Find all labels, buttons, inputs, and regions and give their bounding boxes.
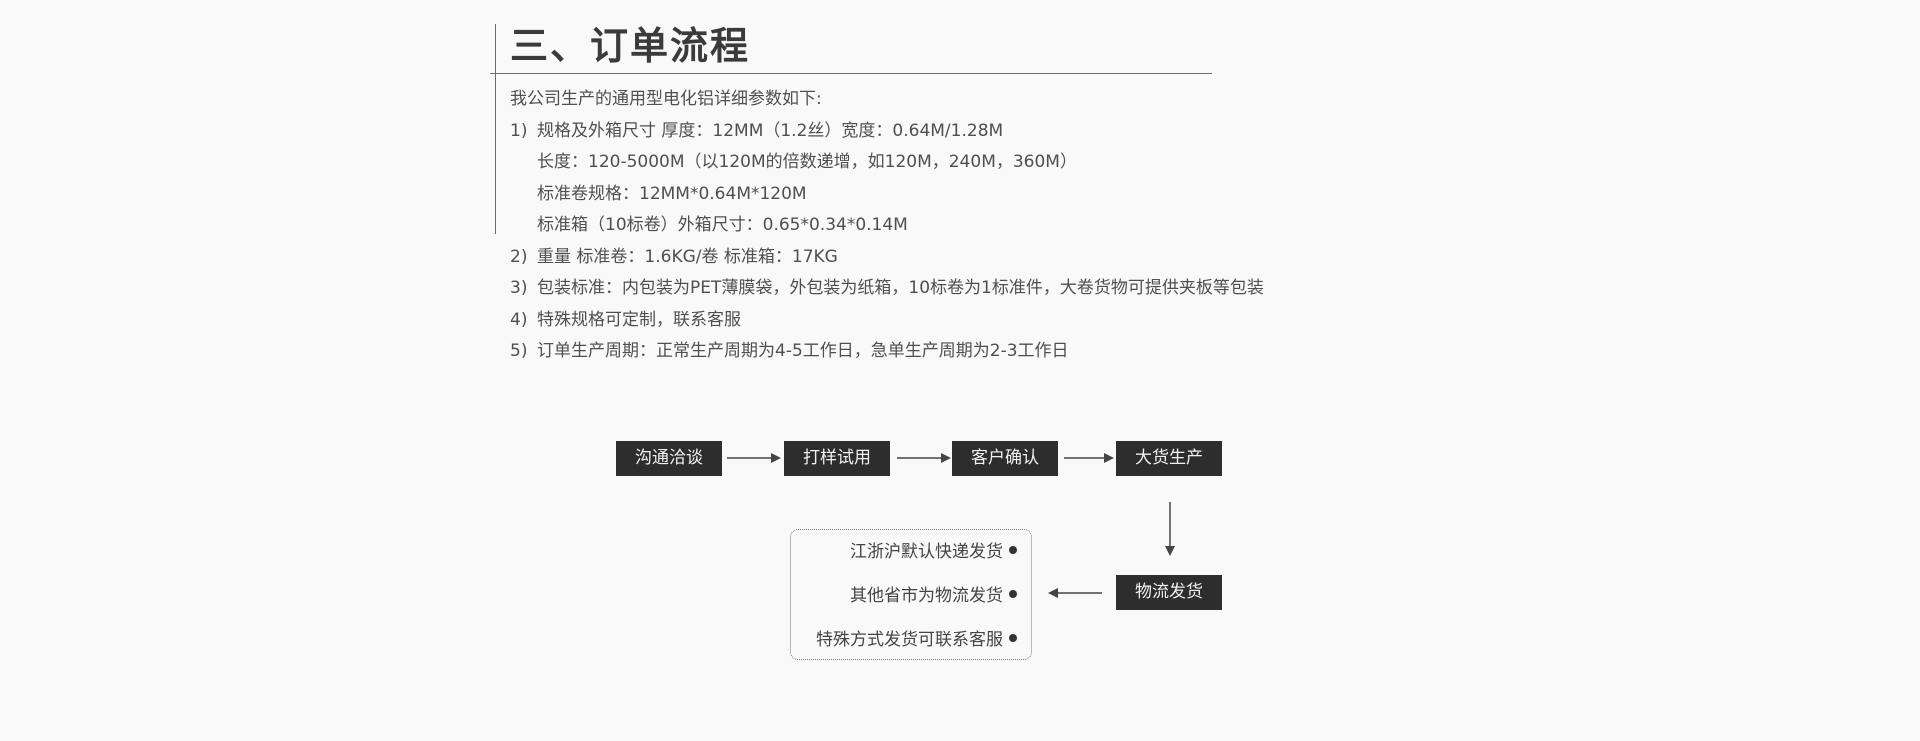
param-item: 5) 订单生产周期：正常生产周期为4-5工作日，急单生产周期为2-3工作日 [510,336,1264,368]
item-text: 标准箱（10标卷）外箱尺寸：0.65*0.34*0.14M [537,215,908,235]
shipping-option: 其他省市为物流发货 [850,581,1017,606]
flow-step-confirm: 客户确认 [952,441,1058,476]
item-text: 长度：120-5000M（以120M的倍数递增，如120M，240M，360M） [537,152,1077,172]
param-item: 1) 规格及外箱尺寸 厚度：12MM（1.2丝）宽度：0.64M/1.28M [510,116,1264,148]
shipping-options-box: 江浙沪默认快递发货 其他省市为物流发货 特殊方式发货可联系客服 [790,529,1032,660]
item-text: 包装标准：内包装为PET薄膜袋，外包装为纸箱，10标卷为1标准件，大卷货物可提供… [537,278,1264,298]
item-number: 5) [510,341,528,361]
item-text: 规格及外箱尺寸 厚度：12MM（1.2丝）宽度：0.64M/1.28M [537,120,1004,141]
arrow-right-icon [897,453,951,463]
param-item: 标准卷规格：12MM*0.64M*120M [510,179,1264,211]
item-number: 4) [510,309,528,330]
arrow-right-icon [1064,453,1114,463]
param-item: 标准箱（10标卷）外箱尺寸：0.65*0.34*0.14M [510,210,1264,242]
item-text: 重量 标准卷：1.6KG/卷 标准箱：17KG [537,246,838,267]
shipping-option-label: 江浙沪默认快递发货 [850,542,1003,562]
shipping-option: 江浙沪默认快递发货 [850,537,1017,562]
flow-step-shipping: 物流发货 [1116,575,1222,610]
intro-line: 我公司生产的通用型电化铝详细参数如下: [510,89,822,109]
flow-step-negotiate: 沟通洽谈 [616,441,722,476]
bullet-dot-icon [1009,589,1017,598]
parameter-list: 我公司生产的通用型电化铝详细参数如下: 1) 规格及外箱尺寸 厚度：12MM（1.… [510,84,1264,368]
item-number: 1) [510,120,528,141]
item-text: 订单生产周期：正常生产周期为4-5工作日，急单生产周期为2-3工作日 [537,341,1069,361]
title-horizontal-rule [490,73,1212,74]
section-heading: 三、订单流程 [510,24,751,68]
flow-step-production: 大货生产 [1116,441,1222,476]
bullet-dot-icon [1009,633,1017,642]
title-vertical-rule [495,24,496,234]
shipping-option-label: 特殊方式发货可联系客服 [816,630,1003,650]
item-text: 标准卷规格：12MM*0.64M*120M [537,183,807,204]
param-item: 3) 包装标准：内包装为PET薄膜袋，外包装为纸箱，10标卷为1标准件，大卷货物可… [510,273,1264,305]
item-text: 特殊规格可定制，联系客服 [537,309,741,330]
shipping-option: 特殊方式发货可联系客服 [816,625,1017,650]
shipping-option-label: 其他省市为物流发货 [850,586,1003,606]
param-item: 4) 特殊规格可定制，联系客服 [510,305,1264,337]
arrow-down-icon [1165,502,1175,556]
bullet-dot-icon [1009,545,1017,554]
param-item: 长度：120-5000M（以120M的倍数递增，如120M，240M，360M） [510,147,1264,179]
param-item: 2) 重量 标准卷：1.6KG/卷 标准箱：17KG [510,242,1264,274]
flow-step-sample: 打样试用 [784,441,890,476]
arrow-right-icon [727,453,781,463]
arrow-left-icon [1048,588,1102,598]
item-number: 3) [510,278,528,298]
item-number: 2) [510,246,528,267]
